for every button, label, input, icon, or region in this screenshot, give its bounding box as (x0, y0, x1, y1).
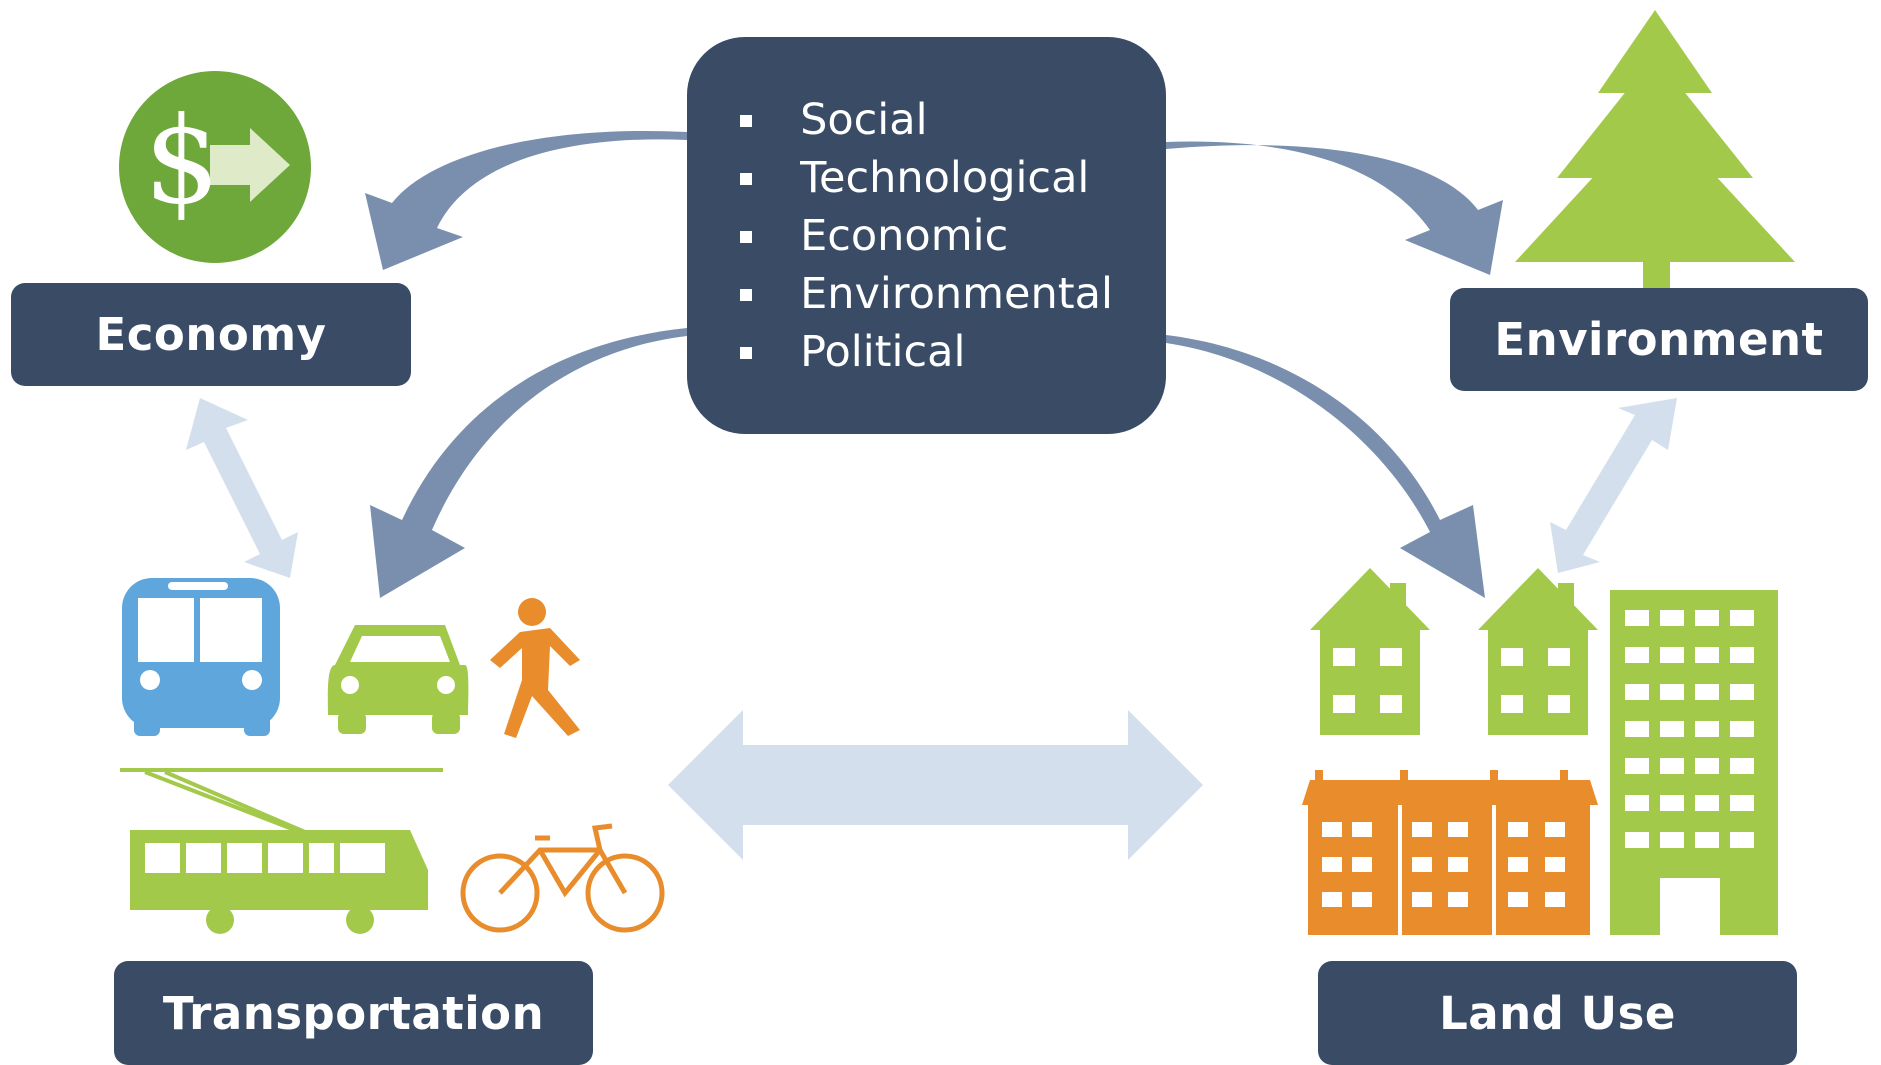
house-icon (1310, 568, 1430, 735)
economy-label: Economy (11, 283, 411, 386)
driver-item: Environmental (740, 265, 1113, 323)
apartment-block-icon (1302, 770, 1598, 935)
house-icon (1478, 568, 1598, 735)
arrow-to-land-use (1166, 335, 1485, 598)
environment-label: Environment (1450, 288, 1868, 391)
driver-item: Social (740, 91, 1113, 149)
driver-item: Technological (740, 149, 1113, 207)
environment-land-use-link (1550, 398, 1677, 573)
drivers-box: Social Technological Economic Environmen… (687, 37, 1166, 434)
transportation-label: Transportation (114, 961, 593, 1065)
svg-text:$: $ (144, 92, 220, 231)
land-use-label: Land Use (1318, 961, 1797, 1065)
drivers-list: Social Technological Economic Environmen… (740, 91, 1113, 381)
transportation-land-use-link (668, 710, 1203, 860)
driver-item: Political (740, 323, 1113, 381)
arrow-to-transportation (370, 328, 687, 598)
bus-icon (122, 578, 280, 736)
feedback-arrows (186, 398, 1677, 860)
driver-item: Economic (740, 207, 1113, 265)
bicycle-icon (460, 823, 665, 933)
trolleybus-icon (120, 768, 443, 934)
arrow-to-economy (365, 130, 687, 270)
economy-transportation-link (186, 398, 298, 578)
arrow-to-environment (1166, 141, 1503, 275)
tower-building-icon (1610, 590, 1778, 935)
driver-arrows (365, 130, 1503, 598)
pine-tree-icon (1515, 10, 1795, 290)
car-icon (327, 625, 469, 734)
dollar-arrow-icon: $ (119, 71, 311, 263)
pedestrian-icon (490, 598, 580, 738)
